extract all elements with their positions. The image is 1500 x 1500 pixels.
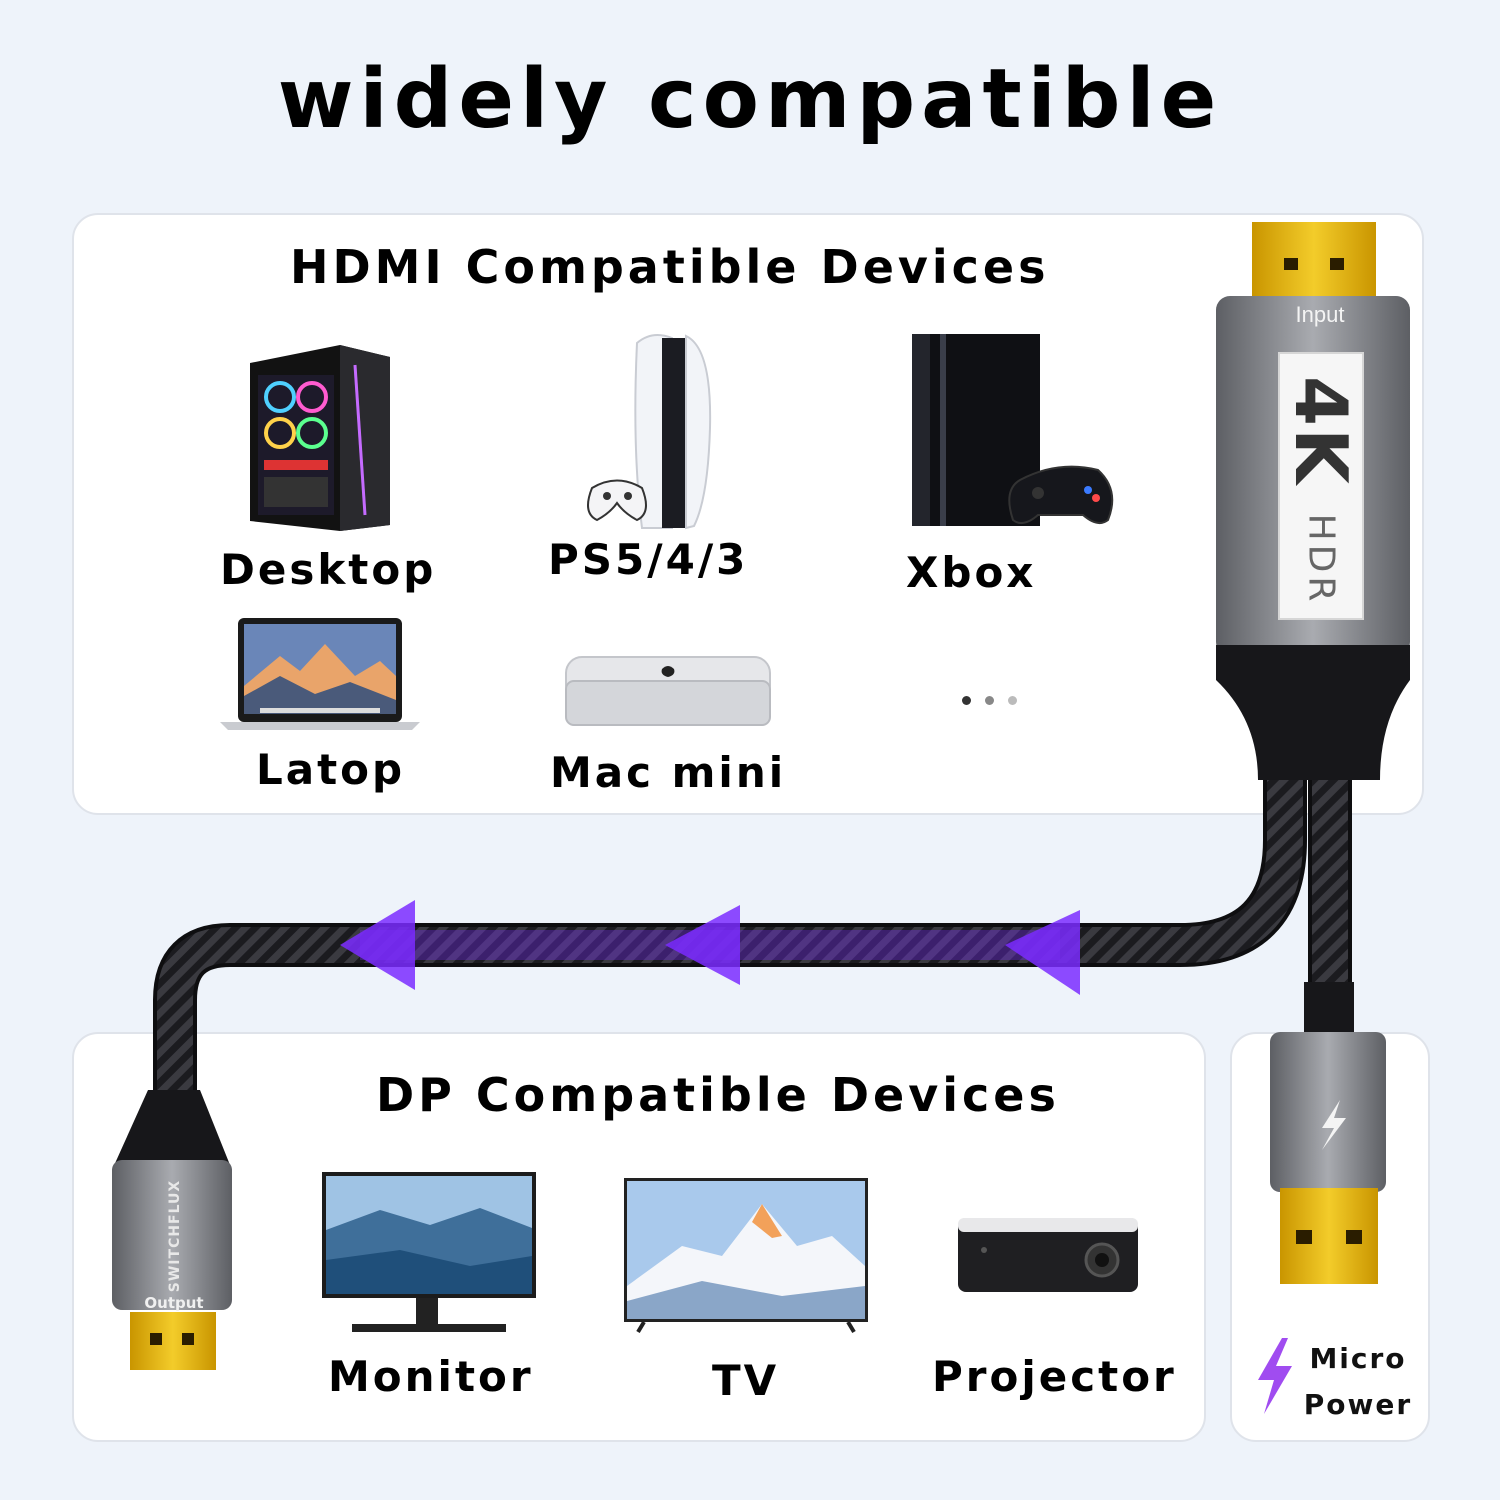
ellipsis-dots-icon: [962, 690, 1031, 709]
input-label: Input: [1295, 302, 1345, 327]
badge-4k-text: 4K: [1279, 376, 1364, 486]
projector-icon: [958, 1218, 1138, 1292]
device-label-monitor: Monitor: [328, 1352, 534, 1401]
mac-mini-icon: [565, 656, 771, 726]
lightning-bolt-icon: [1258, 1338, 1292, 1414]
game-console-icon: [912, 334, 1114, 526]
output-label: Output: [144, 1294, 204, 1312]
desktop-pc-icon: [250, 345, 390, 531]
flow-arrows: [340, 900, 1080, 995]
power-label-line1: Micro: [1309, 1342, 1407, 1375]
page-title: widely compatible: [277, 52, 1223, 147]
device-label-desktop: Desktop: [220, 545, 437, 594]
device-label-xbox: Xbox: [906, 548, 1037, 597]
laptop-icon: [220, 618, 420, 730]
hdmi-panel-title: HDMI Compatible Devices: [290, 240, 1050, 294]
monitor-icon: [322, 1172, 536, 1332]
device-label-laptop: Latop: [256, 745, 406, 794]
badge-hdr-text: HDR: [1300, 513, 1342, 605]
resolution-badge: 4K HDR: [1278, 352, 1364, 620]
device-label-tv: TV: [712, 1356, 780, 1405]
device-label-mac-mini: Mac mini: [550, 748, 787, 797]
brand-label: SWITCHFLUX: [167, 1179, 183, 1293]
tv-icon: [624, 1178, 868, 1334]
power-label-line2: Power: [1303, 1388, 1413, 1421]
device-label-projector: Projector: [932, 1352, 1177, 1401]
dp-panel-title: DP Compatible Devices: [376, 1068, 1060, 1122]
playstation-console-icon: [587, 333, 712, 530]
device-label-playstation: PS5/4/3: [548, 535, 749, 584]
